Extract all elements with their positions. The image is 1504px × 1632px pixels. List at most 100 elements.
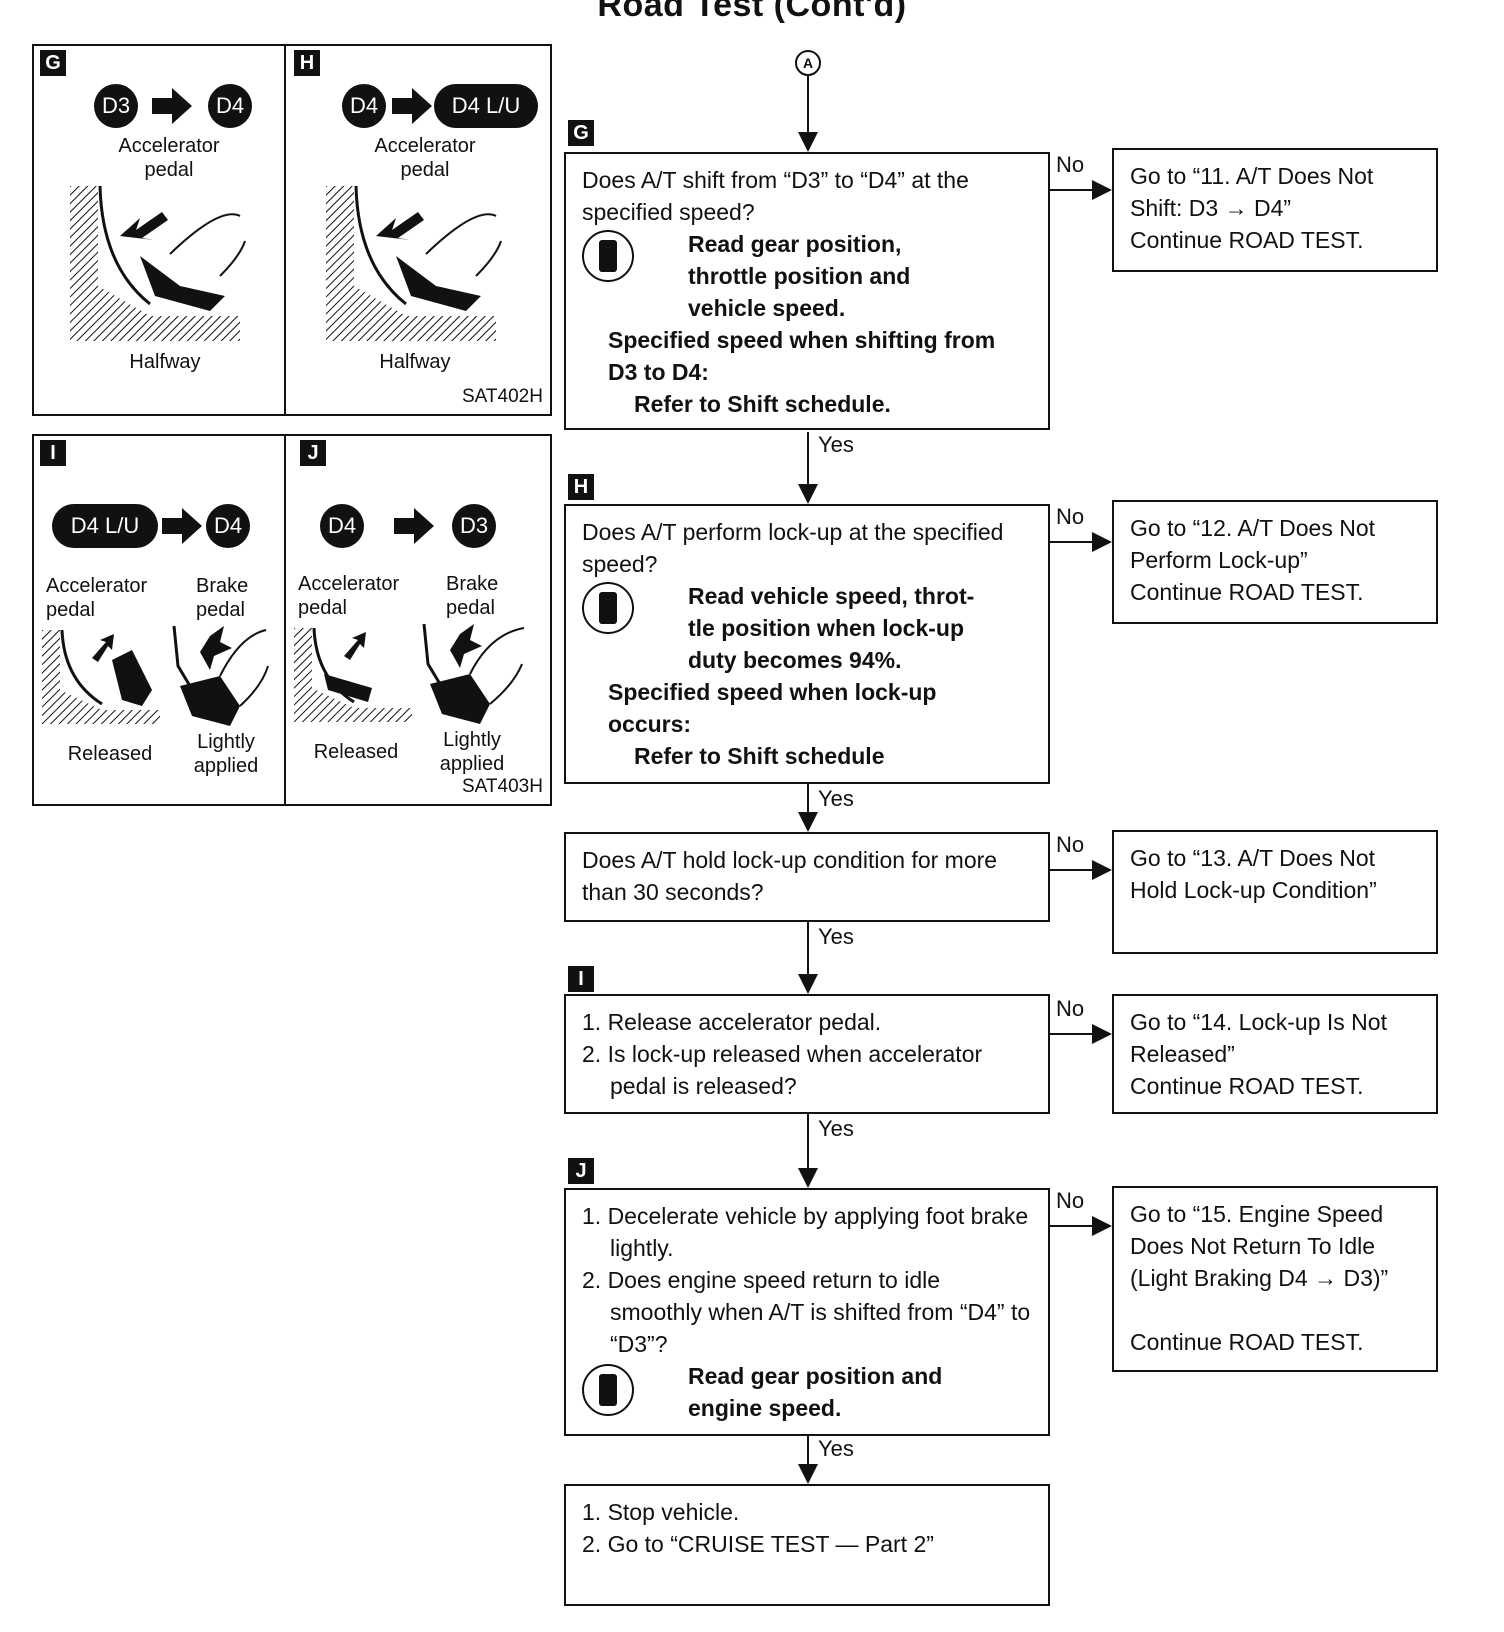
pedal-label: Accelerator pedal — [118, 135, 220, 181]
result-box-12: Go to “12. A/T Does Not Perform Lock-up”… — [1112, 500, 1438, 624]
step-item: 1. Decelerate vehicle by applying foot b… — [582, 1203, 1029, 1261]
panel-tag-i: I — [40, 440, 66, 466]
consult-line: vehicle speed. — [688, 295, 846, 321]
result-box-13: Go to “13. A/T Does Not Hold Lock-up Con… — [1112, 830, 1438, 954]
connector-a: A — [795, 50, 821, 76]
result-line: Does Not Return To Idle — [1130, 1233, 1376, 1259]
question-line: than 30 seconds? — [582, 879, 764, 905]
decision-box-release-pedal: 1. Release accelerator pedal. 2. Is lock… — [564, 994, 1050, 1114]
step-tag-g: G — [568, 120, 594, 146]
gear-badge: D4 L/U — [52, 504, 158, 548]
page-title: Road Test (Cont'd) — [597, 0, 907, 24]
step-item: 1. Stop vehicle. — [582, 1499, 740, 1525]
step-tag-i: I — [568, 966, 594, 992]
consult-icon — [582, 1364, 634, 1416]
decision-box-lock-up: Does A/T perform lock-up at the specifie… — [564, 504, 1050, 784]
yes-label: Yes — [818, 786, 854, 811]
result-line: Continue ROAD TEST. — [1130, 227, 1364, 253]
consult-line: Read vehicle speed, throt- — [688, 583, 975, 609]
result-line: Go to “13. A/T Does Not — [1130, 845, 1376, 871]
brake-state: Lightly applied — [193, 731, 259, 777]
result-box-11: Go to “11. A/T Does Not Shift: D3 → D4” … — [1112, 148, 1438, 272]
result-line: Go to “14. Lock-up Is Not — [1130, 1009, 1387, 1035]
gear-badge: D3 — [452, 504, 496, 548]
yes-label: Yes — [818, 432, 854, 457]
result-line: Go to “11. A/T Does Not — [1130, 163, 1374, 189]
gear-badge: D4 — [320, 504, 364, 548]
result-box-15: Go to “15. Engine Speed Does Not Return … — [1112, 1186, 1438, 1372]
arrow-right-icon — [392, 88, 432, 129]
no-label: No — [1056, 832, 1085, 857]
gear-badge: D4 — [206, 504, 250, 548]
result-line: Continue ROAD TEST. — [1130, 1073, 1364, 1099]
reference-line: Refer to Shift schedule. — [634, 391, 891, 417]
accelerator-state: Released — [313, 741, 399, 763]
spec-line: Specified speed when lock-up — [608, 679, 937, 705]
pedal-position-label: Halfway — [129, 351, 201, 373]
no-label: No — [1056, 996, 1085, 1021]
gear-badge: D4 L/U — [434, 84, 538, 128]
question-line: Does A/T hold lock-up condition for more — [582, 847, 998, 873]
accelerator-pedal-illustration — [42, 629, 162, 731]
consult-line: throttle position and — [688, 263, 911, 289]
yes-label: Yes — [818, 924, 854, 949]
figure-code: SAT402H — [462, 386, 543, 407]
decision-box-shift-d3-d4: Does A/T shift from “D3” to “D4” at the … — [564, 152, 1050, 430]
question-text: Does A/T perform lock-up at the specifie… — [582, 519, 1004, 577]
panel-tag-h: H — [294, 50, 320, 76]
spec-line: Specified speed when shifting from — [608, 327, 996, 353]
no-label: No — [1056, 1188, 1085, 1213]
brake-pedal-illustration — [418, 623, 528, 739]
decision-box-hold-lock-up: Does A/T hold lock-up condition for more… — [564, 832, 1050, 922]
consult-line: Read gear position and — [688, 1363, 943, 1389]
result-box-14: Go to “14. Lock-up Is Not Released” Cont… — [1112, 994, 1438, 1114]
question-text: Does A/T shift from “D3” to “D4” at the … — [582, 167, 969, 225]
final-step-box: 1. Stop vehicle. 2. Go to “CRUISE TEST —… — [564, 1484, 1050, 1606]
brake-state: Lightly applied — [439, 729, 505, 775]
accelerator-label: Accelerator pedal — [298, 573, 400, 619]
spec-line: occurs: — [608, 711, 692, 737]
result-line: Released” — [1130, 1041, 1235, 1067]
gear-badge: D3 — [94, 84, 138, 128]
pedal-label: Accelerator pedal — [374, 135, 476, 181]
gear-badge: D4 — [342, 84, 386, 128]
arrow-right-icon — [394, 508, 434, 549]
panel-divider — [284, 44, 286, 416]
spec-line: D3 to D4: — [608, 359, 709, 385]
panel-tag-g: G — [40, 50, 66, 76]
step-tag-h: H — [568, 474, 594, 500]
panel-tag-j: J — [300, 440, 326, 466]
accelerator-label: Accelerator pedal — [46, 575, 148, 621]
result-line: Continue ROAD TEST. — [1130, 1329, 1364, 1355]
brake-label: Brake pedal — [196, 575, 249, 621]
reference-line: Refer to Shift schedule — [634, 743, 885, 769]
result-line: Continue ROAD TEST. — [1130, 579, 1364, 605]
no-label: No — [1056, 152, 1085, 177]
yes-label: Yes — [818, 1436, 854, 1461]
step-item: 2. Is lock-up released when accelerator … — [582, 1041, 983, 1099]
panel-divider — [284, 434, 286, 806]
step-tag-j: J — [568, 1158, 594, 1184]
result-line: Perform Lock-up” — [1130, 547, 1308, 573]
illustration-group-i-j — [32, 434, 552, 806]
result-line: Hold Lock-up Condition” — [1130, 877, 1377, 903]
figure-code: SAT403H — [462, 776, 543, 797]
accelerator-pedal-illustration — [326, 185, 506, 351]
result-line: Go to “12. A/T Does Not — [1130, 515, 1376, 541]
yes-label: Yes — [818, 1116, 854, 1141]
step-item: 2. Does engine speed return to idle smoo… — [582, 1267, 1031, 1357]
decision-box-decelerate: 1. Decelerate vehicle by applying foot b… — [564, 1188, 1050, 1436]
accelerator-pedal-illustration — [294, 627, 414, 729]
consult-line: engine speed. — [688, 1395, 842, 1421]
no-label: No — [1056, 504, 1085, 529]
step-item: 2. Go to “CRUISE TEST — Part 2” — [582, 1531, 934, 1557]
brake-pedal-illustration — [170, 625, 270, 741]
consult-line: tle position when lock-up — [688, 615, 964, 641]
consult-icon — [582, 582, 634, 634]
consult-line: Read gear position, — [688, 231, 902, 257]
accelerator-state: Released — [67, 743, 153, 765]
accelerator-pedal-illustration — [70, 185, 250, 351]
pedal-position-label: Halfway — [379, 351, 451, 373]
result-line: (Light Braking D4 → D3)” — [1130, 1265, 1389, 1291]
